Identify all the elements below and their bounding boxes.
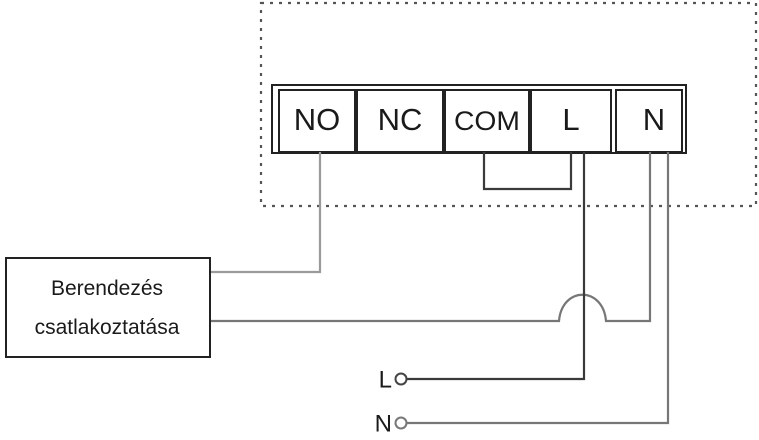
device-box-frame [5,257,211,358]
supply-n-label: N [375,410,392,437]
l-supply-wire [407,152,586,381]
terminal-no-label: NO [294,102,341,137]
device-box: Berendezés csatlakoztatása [5,257,211,358]
supply-n-terminal-icon [394,416,408,430]
device-label-line1: Berendezés [51,277,163,300]
terminal-nc [356,89,444,153]
device-to-n-wire [210,152,652,323]
no-to-device-wire [210,152,322,274]
terminal-n [615,89,683,153]
supply-n: N [375,410,408,437]
supply-l: L [379,366,408,393]
terminal-l-label: L [562,102,579,137]
supply-l-label: L [379,366,392,393]
com-l-jumper-wire [482,152,573,191]
relay-housing-outline [259,1,758,208]
terminal-no [278,89,356,153]
terminal-block: NO NC COM L N [271,84,687,154]
device-label-line2: csatlakoztatása [35,316,180,339]
terminal-nc-label: NC [378,102,423,137]
terminal-com-label: COM [454,106,520,136]
terminal-com [444,89,530,153]
terminal-n-label: N [643,102,665,137]
terminal-l [530,89,612,153]
n-supply-wire [407,152,670,425]
supply-l-terminal-icon [394,372,408,386]
